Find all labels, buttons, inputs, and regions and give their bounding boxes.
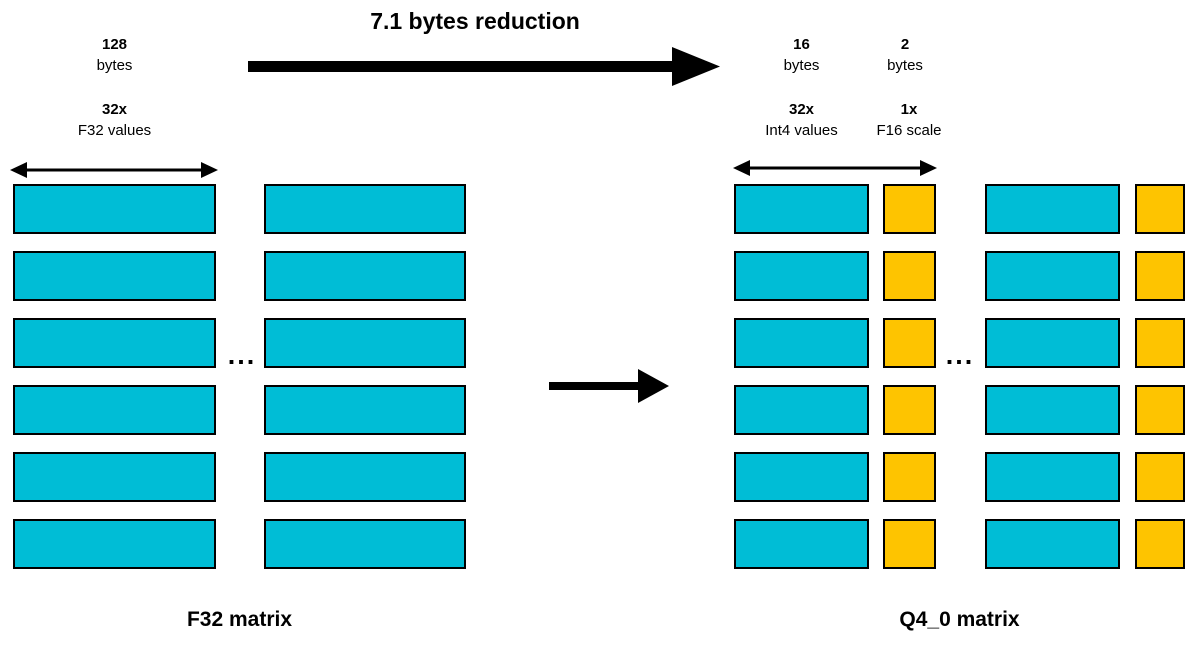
f32-width-span-arrow-icon	[10, 162, 218, 178]
f32-value-block	[13, 318, 216, 368]
int4-bytes-value: 16	[793, 36, 810, 53]
f16-scale-block	[883, 251, 936, 301]
f16-scale-block	[883, 184, 936, 234]
f32-matrix-column-1	[13, 184, 216, 569]
f16-scale-block	[1135, 519, 1185, 569]
int4-values-block	[985, 184, 1120, 234]
scale-bytes-value: 2	[900, 36, 910, 53]
f32-value-block	[264, 318, 466, 368]
int4-values-block	[734, 519, 869, 569]
f16-scale-block	[883, 452, 936, 502]
f16-scale-block	[1135, 452, 1185, 502]
scale-bytes-unit: bytes	[887, 57, 923, 74]
scale-bytes-label: 2 bytes	[869, 34, 941, 76]
int4-values-count: 32x	[788, 101, 815, 118]
q4-scale-column-2	[1135, 184, 1185, 569]
f32-values-label: 32x F32 values	[13, 99, 216, 141]
f32-matrix-ellipsis: ...	[227, 340, 257, 370]
q4-width-span-arrow-icon	[733, 160, 937, 176]
f32-values-desc: F32 values	[77, 122, 152, 139]
f32-value-block	[13, 184, 216, 234]
f16-scale-block	[1135, 251, 1185, 301]
int4-values-block	[734, 184, 869, 234]
int4-values-block	[985, 452, 1120, 502]
f16-scale-block	[883, 519, 936, 569]
int4-values-block	[985, 385, 1120, 435]
f32-value-block	[264, 385, 466, 435]
q4-matrix-ellipsis: ...	[945, 340, 975, 370]
f16-scale-count: 1x	[900, 101, 918, 118]
f32-value-block	[13, 519, 216, 569]
f16-scale-block	[1135, 318, 1185, 368]
f16-scale-block	[1135, 184, 1185, 234]
f32-values-count: 32x	[101, 101, 128, 118]
int4-bytes-unit: bytes	[783, 57, 820, 74]
int4-values-block	[985, 519, 1120, 569]
f32-value-block	[264, 452, 466, 502]
f32-value-block	[264, 251, 466, 301]
f16-scale-block	[883, 385, 936, 435]
f16-scale-label: 1x F16 scale	[867, 99, 951, 141]
int4-values-block	[734, 251, 869, 301]
int4-values-block	[734, 452, 869, 502]
f32-value-block	[264, 519, 466, 569]
f16-scale-block	[883, 318, 936, 368]
f32-value-block	[264, 184, 466, 234]
q4-values-column-1	[734, 184, 869, 569]
int4-values-desc: Int4 values	[765, 122, 838, 139]
f32-matrix-column-2	[264, 184, 466, 569]
f16-scale-desc: F16 scale	[876, 122, 942, 139]
f16-scale-block	[1135, 385, 1185, 435]
transform-arrow-icon	[549, 369, 669, 403]
int4-values-label: 32x Int4 values	[724, 99, 879, 141]
q4-scale-column-1	[883, 184, 936, 569]
reduction-title: 7.1 bytes reduction	[370, 8, 580, 34]
f32-value-block	[13, 251, 216, 301]
f32-value-block	[13, 452, 216, 502]
int4-values-block	[734, 318, 869, 368]
int4-values-block	[985, 318, 1120, 368]
f32-bytes-unit: bytes	[96, 57, 133, 74]
int4-values-block	[734, 385, 869, 435]
f32-bytes-value: 128	[101, 36, 128, 53]
f32-value-block	[13, 385, 216, 435]
f32-bytes-label: 128 bytes	[13, 34, 216, 76]
f32-matrix-caption: F32 matrix	[186, 608, 293, 631]
q4-values-column-2	[985, 184, 1120, 569]
reduction-arrow-icon	[248, 47, 720, 86]
int4-values-block	[985, 251, 1120, 301]
int4-bytes-label: 16 bytes	[734, 34, 869, 76]
q4-matrix-caption: Q4_0 matrix	[899, 608, 1020, 631]
